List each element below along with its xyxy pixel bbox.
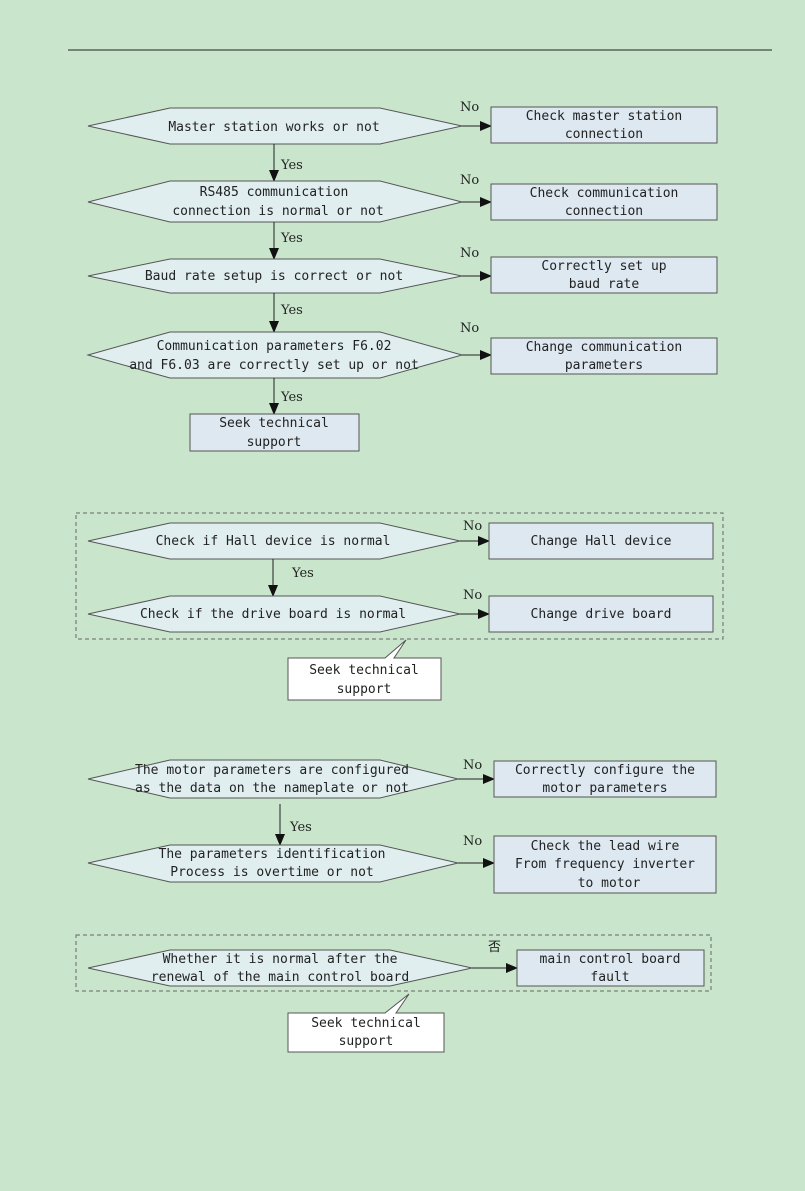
decision-motor-params-line1: The motor parameters are configured	[135, 763, 409, 778]
action-change-comm-params-line1: Change communication	[526, 340, 683, 355]
action-check-lead-wire-line3: to motor	[578, 876, 641, 891]
label-no-6: No	[463, 588, 482, 603]
callout-seek-support-4	[287, 993, 445, 1053]
action-check-lead-wire-line1: Check the lead wire	[531, 839, 680, 854]
action-main-board-fault-line1: main control board	[540, 952, 681, 967]
action-change-comm-params-line2: parameters	[565, 358, 643, 373]
action-change-hall	[488, 522, 714, 560]
label-yes-5: Yes	[291, 566, 314, 581]
callout-seek-support-2-line2: support	[337, 682, 392, 697]
decision-main-board-line1: Whether it is normal after the	[163, 952, 398, 967]
callout-seek-support-2	[287, 639, 442, 701]
action-change-drive-board-text: Change drive board	[531, 607, 672, 622]
decision-rs485-line2: connection is normal or not	[172, 204, 383, 219]
label-yes-1: Yes	[280, 158, 303, 173]
callout-seek-support-2-line1: Seek technical	[309, 663, 419, 678]
action-configure-motor	[493, 760, 717, 798]
label-yes-2: Yes	[280, 231, 303, 246]
action-configure-motor-line1: Correctly configure the	[515, 763, 695, 778]
action-change-comm-params	[490, 337, 718, 375]
label-no-8: No	[463, 834, 482, 849]
end-seek-support-1-line2: support	[247, 435, 302, 450]
end-seek-support-1-line1: Seek technical	[219, 416, 329, 431]
dashed-group-main-board	[75, 934, 712, 992]
action-set-baud-rate	[490, 256, 718, 294]
dashed-group-hall	[75, 512, 724, 640]
label-no-9: 否	[488, 940, 501, 955]
label-no-5: No	[463, 519, 482, 534]
label-no-4: No	[460, 321, 479, 336]
action-check-master-station-line2: connection	[565, 127, 643, 142]
flowchart-main-control-board: Whether it is normal after the renewal o…	[75, 934, 712, 1053]
decision-baud-rate-text: Baud rate setup is correct or not	[145, 269, 403, 284]
action-main-board-fault	[516, 949, 705, 987]
action-configure-motor-line2: motor parameters	[542, 781, 667, 796]
end-seek-support-1	[189, 413, 360, 452]
action-set-baud-rate-line1: Correctly set up	[541, 259, 666, 274]
decision-comm-params-line1: Communication parameters F6.02	[157, 339, 392, 354]
decision-rs485-line1: RS485 communication	[200, 185, 349, 200]
action-change-hall-text: Change Hall device	[531, 534, 672, 549]
callout-seek-support-4-line1: Seek technical	[311, 1016, 421, 1031]
decision-drive-board-text: Check if the drive board is normal	[140, 607, 406, 622]
flowchart-hall-device: Check if Hall device is normal No Change…	[75, 512, 724, 701]
flowchart-communication: Master station works or not No Check mas…	[86, 100, 718, 452]
decision-hall-device-text: Check if Hall device is normal	[156, 534, 391, 549]
action-main-board-fault-line2: fault	[590, 970, 629, 985]
action-check-lead-wire	[493, 835, 717, 894]
decision-main-board-line2: renewal of the main control board	[151, 970, 409, 985]
action-check-communication	[490, 183, 718, 221]
label-no-7: No	[463, 758, 482, 773]
decision-motor-params-line2: as the data on the nameplate or not	[135, 781, 409, 796]
action-check-master-station	[490, 106, 718, 144]
action-check-communication-line2: connection	[565, 204, 643, 219]
action-check-master-station-line1: Check master station	[526, 109, 683, 124]
decision-identification-line1: The parameters identification	[159, 847, 386, 862]
decision-master-station-text: Master station works or not	[168, 120, 379, 135]
action-check-lead-wire-line2: From frequency inverter	[515, 857, 695, 872]
label-no-3: No	[460, 246, 479, 261]
decision-comm-params-line2: and F6.03 are correctly set up or not	[129, 358, 419, 373]
decision-identification-line2: Process is overtime or not	[170, 865, 374, 880]
label-no-2: No	[460, 173, 479, 188]
label-no-1: No	[460, 100, 479, 115]
action-set-baud-rate-line2: baud rate	[569, 277, 640, 292]
action-change-drive-board	[488, 595, 714, 633]
action-check-communication-line1: Check communication	[530, 186, 679, 201]
callout-seek-support-4-line2: support	[339, 1034, 394, 1049]
label-yes-4: Yes	[280, 390, 303, 405]
label-yes-7: Yes	[289, 820, 312, 835]
flowchart-motor-params: The motor parameters are configured as t…	[87, 758, 717, 894]
label-yes-3: Yes	[280, 303, 303, 318]
